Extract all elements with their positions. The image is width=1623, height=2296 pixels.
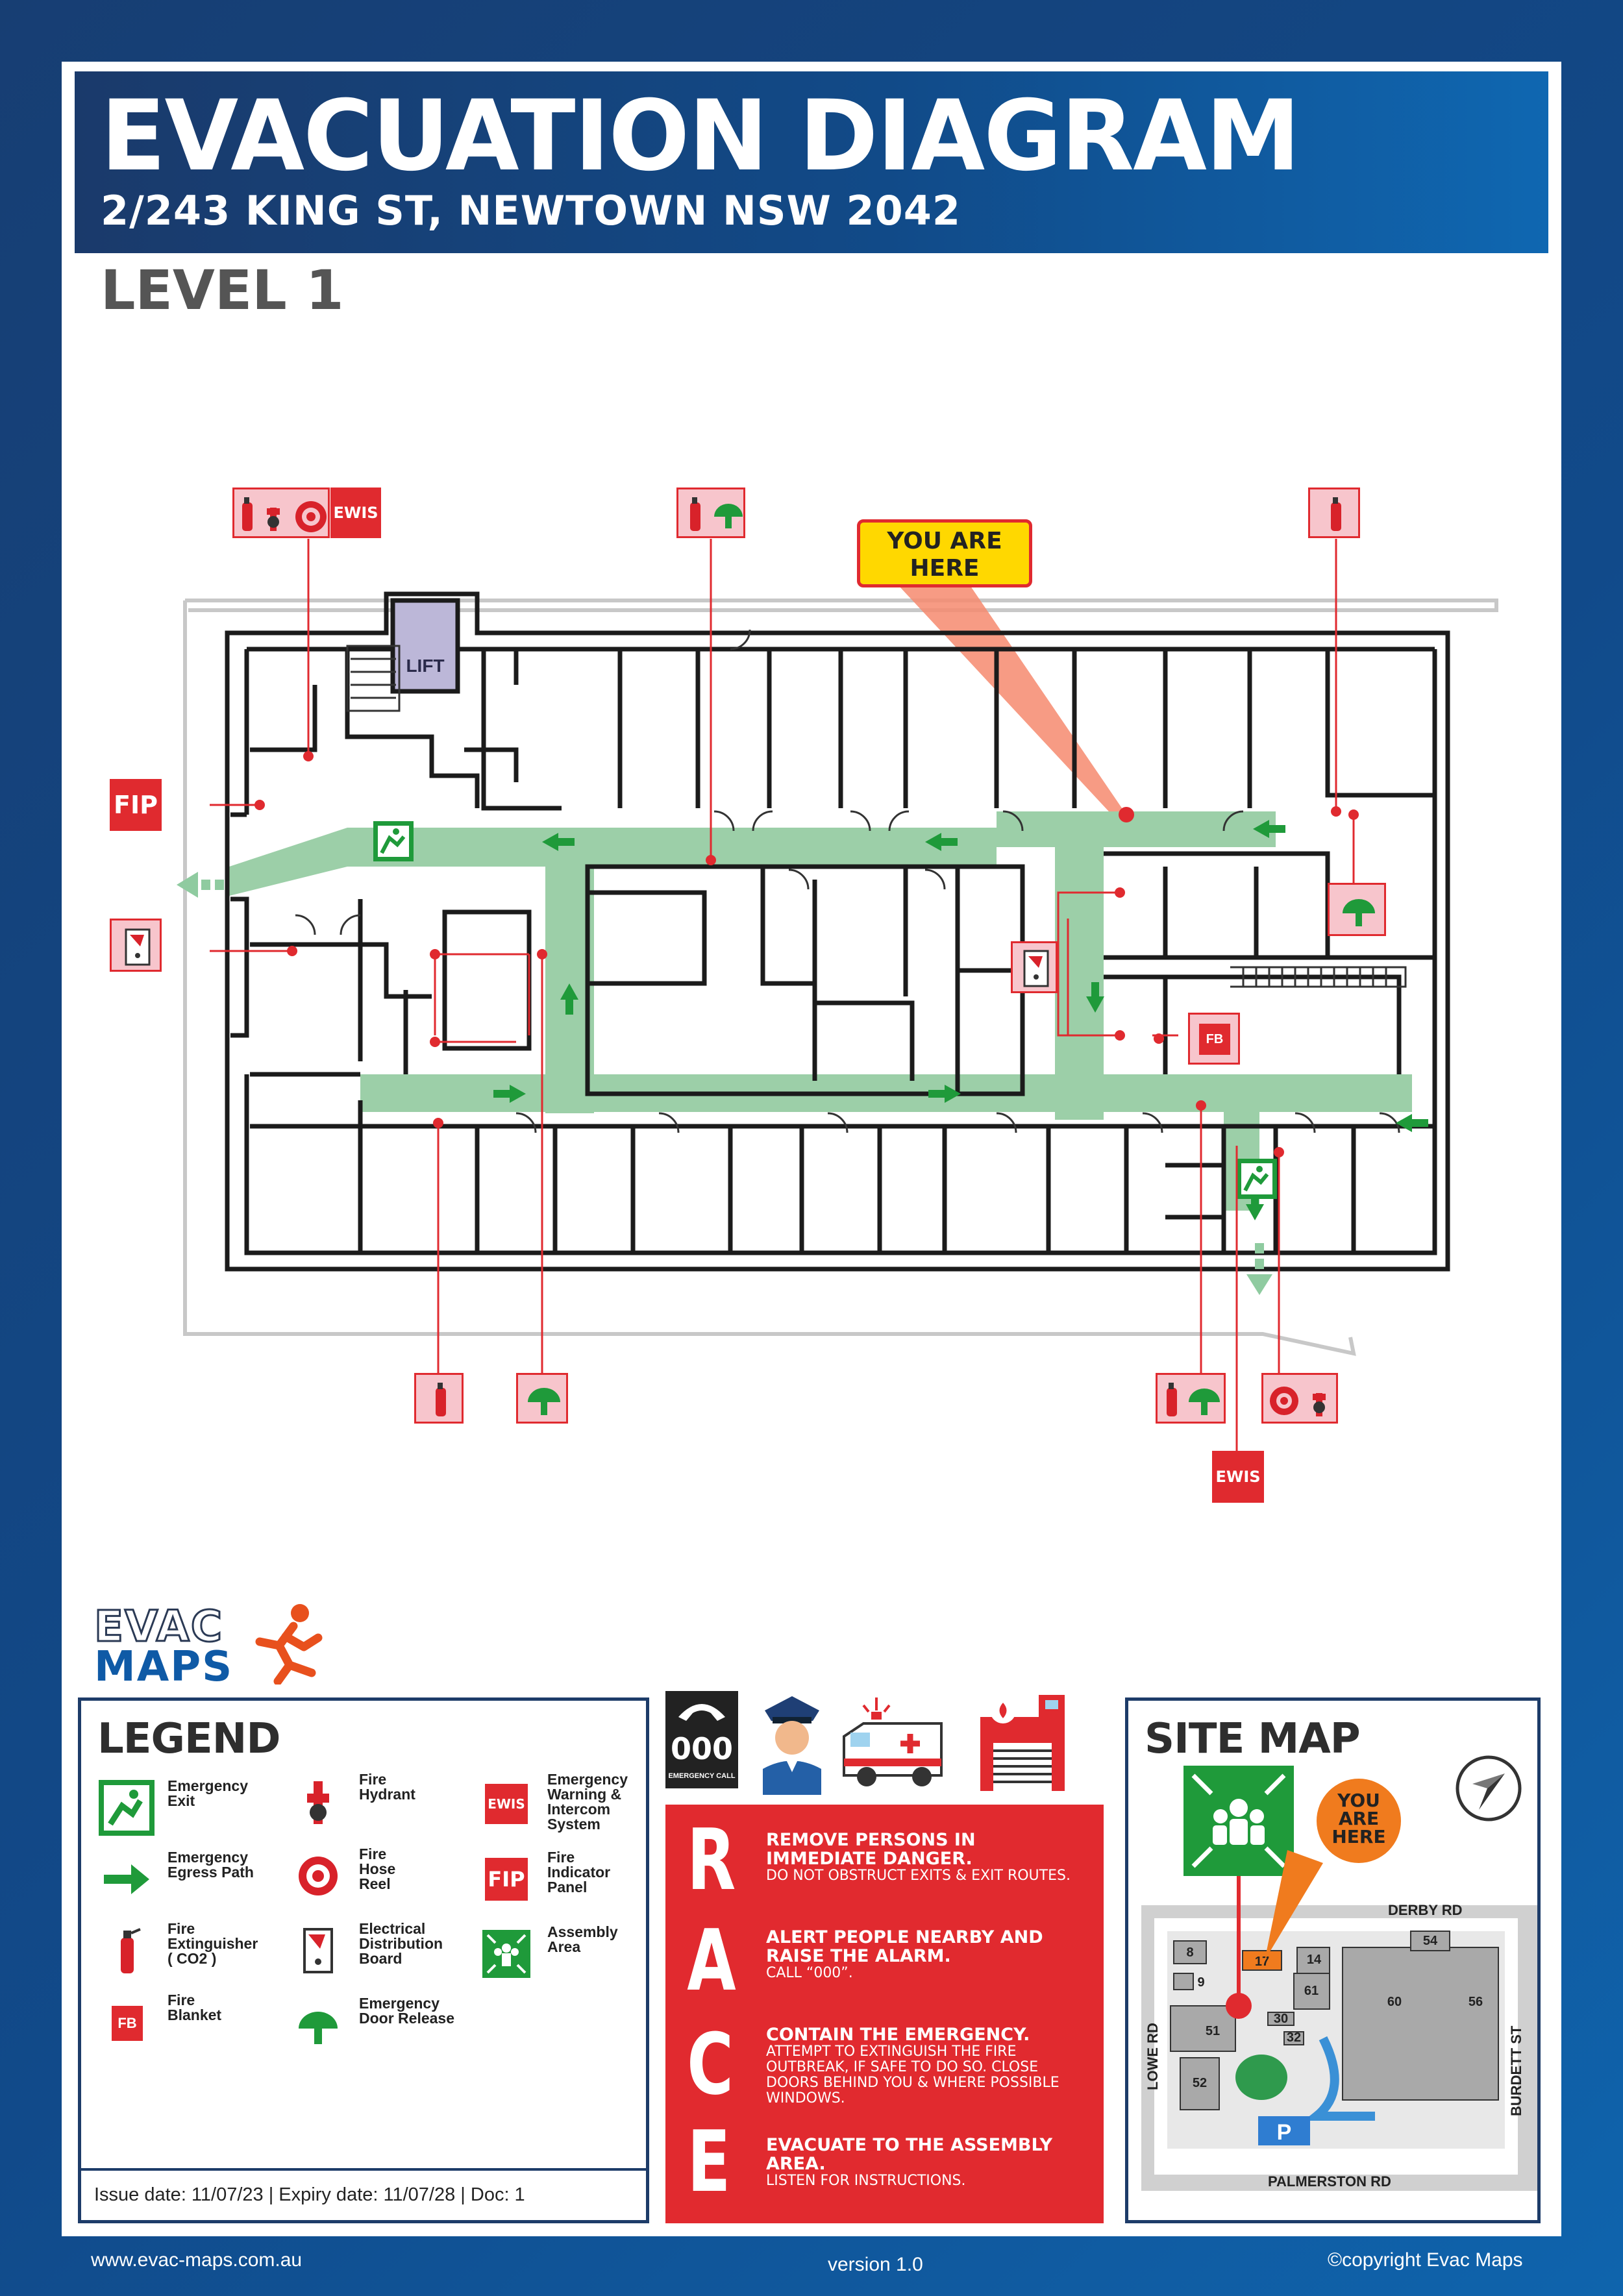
floor-plan: LIFT — [177, 539, 1498, 1451]
callout-nw-equipment — [232, 488, 330, 538]
callout-se-extinguisher-release — [1156, 1373, 1226, 1424]
svg-text:61: 61 — [1304, 1984, 1319, 1998]
callout-fire-blanket: FB — [1188, 1013, 1240, 1065]
svg-text:14: 14 — [1307, 1953, 1322, 1967]
exit-direction-arrows — [177, 872, 1272, 1295]
callout-se-hose-hydrant — [1261, 1373, 1338, 1424]
stairs — [346, 645, 1407, 988]
you-are-here-beam — [899, 586, 1126, 820]
svg-text:BURDETT ST: BURDETT ST — [1508, 2025, 1524, 2116]
svg-text:56: 56 — [1468, 1995, 1483, 2009]
callout-central-electrical-board — [1011, 941, 1058, 993]
callout-west-electrical-board — [110, 919, 162, 972]
logo-line-1: EVAC — [93, 1601, 224, 1651]
extinguisher-hydrant-hose-icons — [242, 497, 327, 532]
svg-text:60: 60 — [1387, 1995, 1402, 2009]
fip-tag: FIP — [110, 779, 162, 831]
site-map-panel: SITE MAP — [1125, 1697, 1541, 2223]
race-step-remove: REMOVE PERSONS IN IMMEDIATE DANGER. DO N… — [766, 1830, 1071, 1884]
fire-blanket-icon: FB — [97, 1993, 156, 2051]
svg-text:DERBY RD: DERBY RD — [1388, 1902, 1463, 1918]
parking-label: P — [1277, 2120, 1292, 2145]
svg-text:30: 30 — [1274, 2012, 1288, 2026]
egress-arrows — [493, 820, 1428, 1220]
you-are-here-marker: YOU ARE HERE — [857, 519, 1032, 587]
exit-sign-south — [1237, 1159, 1277, 1199]
footer-website[interactable]: www.evac-maps.com.au — [91, 2249, 303, 2271]
race-steps: R REMOVE PERSONS IN IMMEDIATE DANGER. DO… — [665, 1805, 1104, 2223]
assembly-area-icon — [482, 1930, 530, 1978]
fire-hose-reel-icon — [299, 1857, 338, 1895]
callout-north-extinguisher-release — [676, 488, 745, 538]
callout-sw-extinguisher — [414, 1373, 464, 1424]
address: 2/243 KING ST, NEWTOWN NSW 2042 — [101, 187, 961, 234]
fire-extinguisher-icon — [121, 1928, 141, 1973]
phone-icon — [678, 1704, 725, 1721]
race-step-alert: ALERT PEOPLE NEARBY AND RAISE THE ALARM.… — [766, 1927, 1043, 1981]
page-title: EVACUATION DIAGRAM — [101, 80, 1300, 193]
electrical-board-icon — [303, 1928, 333, 1973]
fire-hydrant-icon — [307, 1781, 329, 1824]
fip-icon: FIP — [477, 1850, 536, 1908]
ewis-tag-nw: EWIS — [330, 488, 381, 538]
svg-text:54: 54 — [1423, 1934, 1438, 1948]
svg-text:LOWE RD: LOWE RD — [1145, 2023, 1161, 2090]
police-officer-icon — [763, 1696, 821, 1795]
svg-text:PALMERSTON RD: PALMERSTON RD — [1268, 2173, 1391, 2190]
logo-line-2: MAPS — [94, 1643, 234, 1691]
site-map-drawing: P 8 9 17 14 54 60 56 61 51 30 32 52 DERB… — [1141, 1755, 1537, 2191]
door-release-icon — [299, 2012, 338, 2044]
running-person-icon — [255, 1604, 323, 1685]
svg-text:32: 32 — [1287, 2031, 1301, 2045]
ambulance-icon — [843, 1697, 943, 1786]
assembly-area-icon — [1183, 1766, 1294, 1876]
emergency-exit-icon — [99, 1780, 155, 1836]
legend-title: LEGEND — [97, 1715, 280, 1763]
race-procedure-panel: 000 EMERGENCY CALL R REMOVE PERSONS IN I… — [665, 1691, 1104, 2223]
race-letter-r: R — [687, 1810, 736, 1909]
svg-text:9: 9 — [1197, 1975, 1204, 1990]
lift-label: LIFT — [406, 656, 444, 676]
callout-sw-door-release — [516, 1373, 568, 1424]
svg-text:52: 52 — [1193, 2076, 1207, 2090]
exit-sign-west — [373, 821, 414, 861]
copyright-icon: © — [1328, 2249, 1343, 2271]
title-bar: EVACUATION DIAGRAM 2/243 KING ST, NEWTOW… — [75, 71, 1548, 253]
race-letter-a: A — [687, 1911, 736, 2010]
race-step-contain: CONTAIN THE EMERGENCY. ATTEMPT TO EXTING… — [766, 2025, 1059, 2106]
egress-arrow-icon — [104, 1864, 149, 1894]
svg-text:51: 51 — [1206, 2024, 1220, 2038]
svg-text:17: 17 — [1255, 1955, 1269, 1969]
site-map-title: SITE MAP — [1145, 1715, 1361, 1763]
site-you-are-here: YOU ARE HERE — [1332, 1790, 1386, 1847]
fire-station-icon — [980, 1695, 1065, 1791]
svg-text:8: 8 — [1186, 1945, 1193, 1960]
leader-lines — [210, 539, 1355, 1451]
emergency-call-badge: 000 EMERGENCY CALL — [665, 1691, 738, 1788]
issue-details: Issue date: 11/07/23 | Expiry date: 11/0… — [81, 2168, 646, 2220]
race-letter-e: E — [687, 2112, 731, 2211]
ewis-tag-se: EWIS — [1212, 1451, 1264, 1503]
compass-icon — [1456, 1755, 1522, 1821]
callout-east-door-release — [1328, 883, 1386, 936]
race-step-evacuate: EVACUATE TO THE ASSEMBLY AREA. LISTEN FO… — [766, 2135, 1053, 2189]
evac-maps-logo: EVAC MAPS — [93, 1601, 323, 1691]
race-letter-c: C — [687, 2015, 734, 2114]
level-label: LEVEL 1 — [101, 258, 344, 322]
callout-ne-extinguisher — [1308, 488, 1360, 538]
building-walls — [225, 591, 1450, 1272]
building-numbers: 8 9 17 14 54 60 56 61 51 30 32 52 — [1186, 1934, 1483, 2090]
footer-version: version 1.0 — [828, 2254, 923, 2275]
legend-panel: LEGEND Emergency Exit Emergency Egress P… — [78, 1697, 649, 2223]
door-swings — [295, 629, 1400, 1133]
footer-copyright: ©copyright Evac Maps — [1328, 2249, 1523, 2271]
evacuation-sheet: EVACUATION DIAGRAM 2/243 KING ST, NEWTOW… — [62, 62, 1561, 2236]
road-names: DERBY RD PALMERSTON RD LOWE RD BURDETT S… — [1145, 1902, 1524, 2190]
ewis-icon: EWIS — [477, 1772, 536, 1831]
fire-blanket-icon: FB — [1199, 1024, 1230, 1055]
equipment-points — [254, 751, 1359, 1157]
